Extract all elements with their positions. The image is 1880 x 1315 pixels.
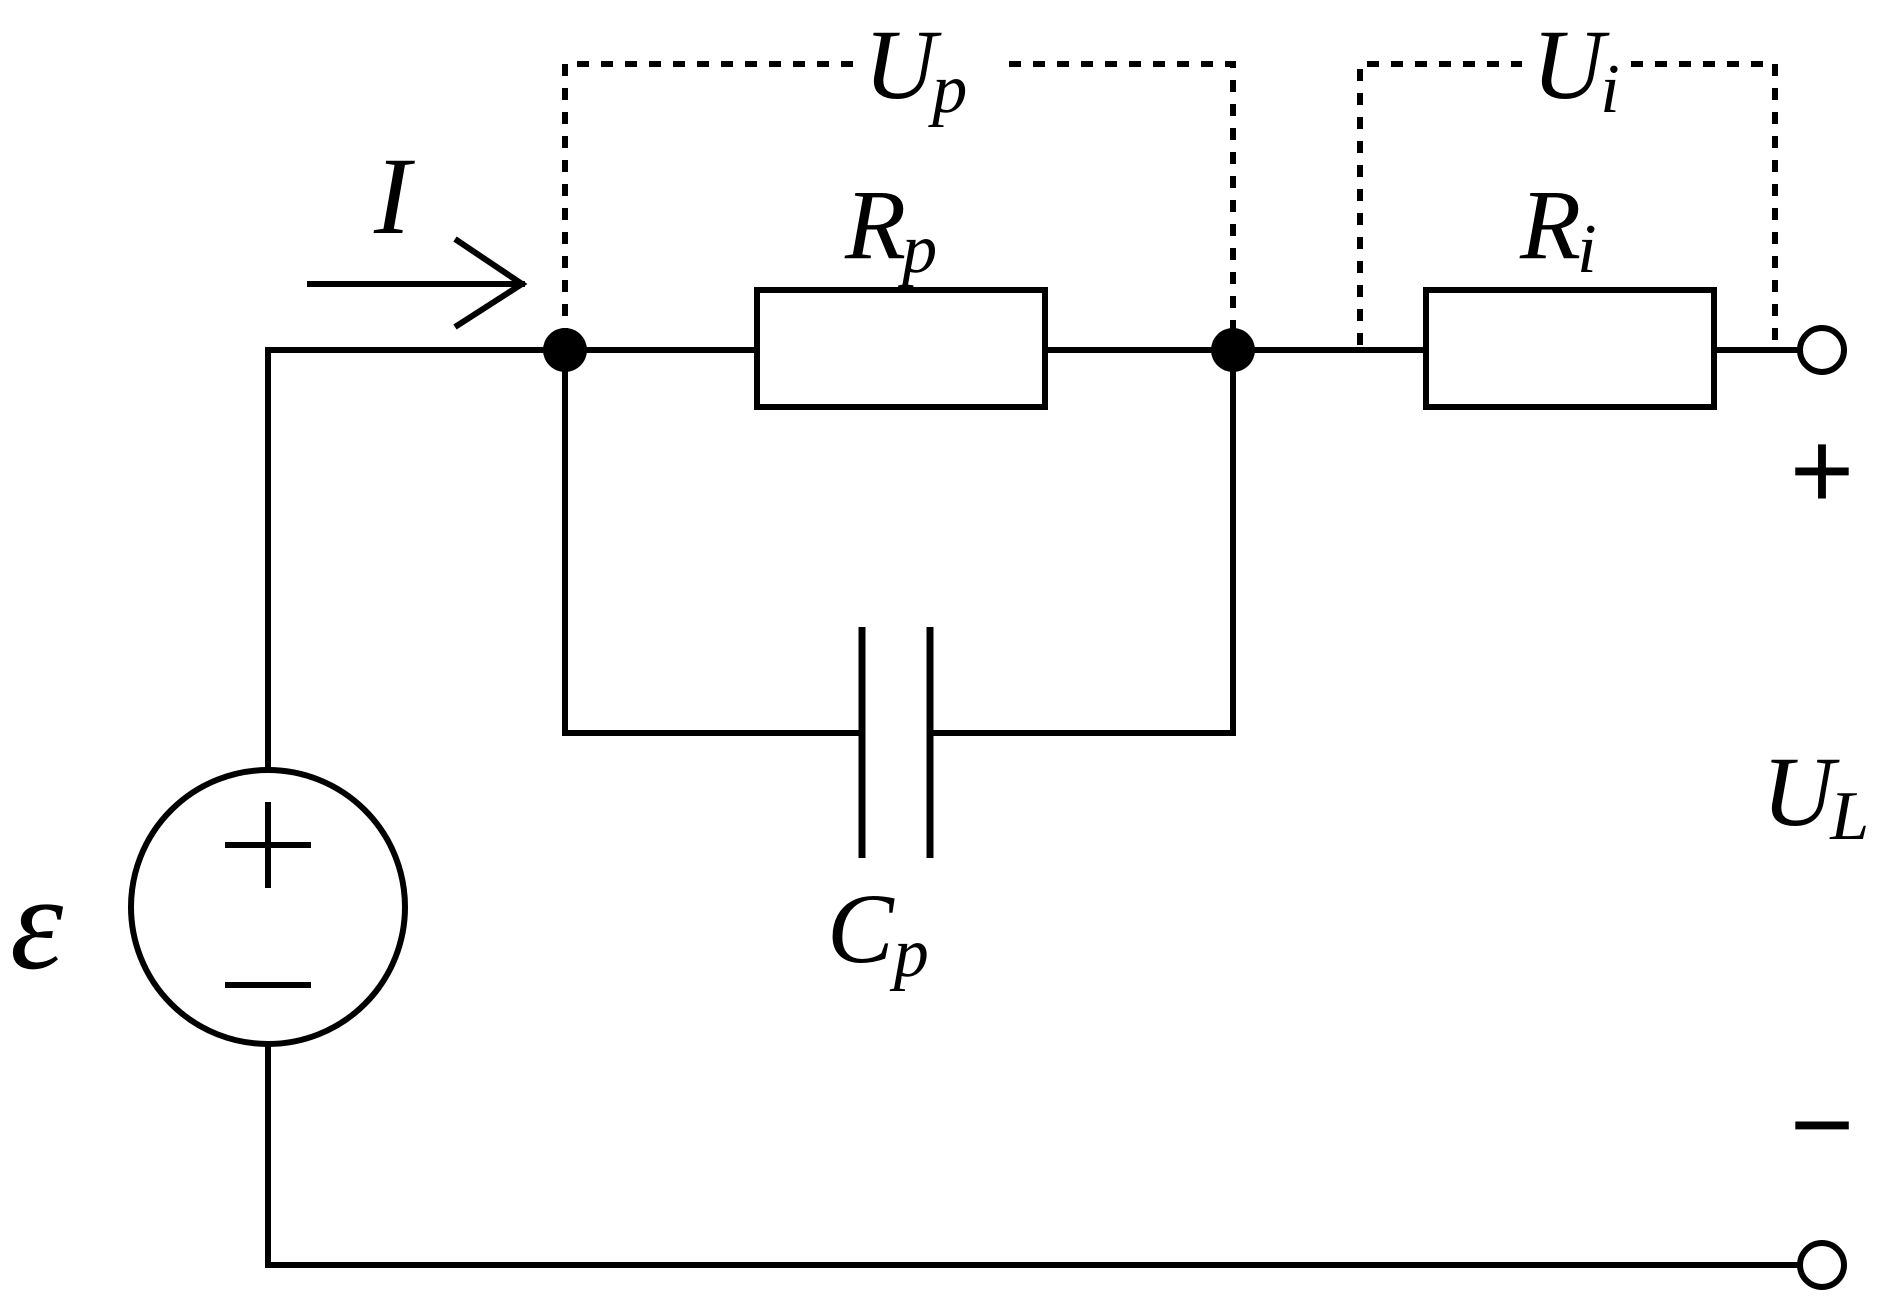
label-ri: R i [1519, 169, 1597, 288]
label-ul-main: U [1762, 736, 1840, 847]
label-rp-sub: p [897, 211, 937, 288]
measurement-bracket-up [562, 40, 1236, 340]
label-ri-sub: i [1577, 211, 1596, 288]
junction-node-left [543, 328, 587, 372]
label-cp: C p [827, 873, 929, 992]
capacitor-cp [858, 627, 934, 858]
bracket-ui-label-mask [1522, 40, 1622, 90]
label-rp: R p [844, 169, 937, 288]
measurement-bracket-ui [1357, 40, 1778, 345]
label-cp-sub: p [889, 915, 929, 992]
terminal-minus-sign: − [1790, 1063, 1854, 1186]
voltage-source [128, 767, 408, 1047]
label-ui-main: U [1532, 9, 1610, 120]
bracket-up-label-mask [855, 40, 1005, 90]
label-ui-sub: i [1600, 51, 1619, 128]
resistor-rp [754, 287, 1048, 410]
voltage-source-circle [128, 767, 408, 1047]
resistor-ri [1423, 287, 1717, 410]
label-ul: U L [1762, 736, 1869, 855]
label-emf: ε [10, 849, 64, 998]
label-up-sub: p [927, 51, 967, 128]
wire-cap-branch-right [927, 347, 1236, 736]
label-cp-main: C [827, 873, 895, 984]
current-arrow-head [453, 236, 528, 330]
wire-cap-branch-left [562, 347, 863, 736]
label-up-main: U [864, 9, 942, 120]
wires [265, 347, 1803, 1268]
output-terminal-bottom [1797, 1240, 1847, 1290]
label-ui: U i [1532, 9, 1620, 128]
current-arrow [307, 236, 528, 330]
label-current: I [373, 135, 415, 257]
label-up: U p [864, 9, 967, 128]
label-rp-main: R [844, 169, 906, 280]
label-ri-main: R [1519, 169, 1581, 280]
terminal-plus-sign: + [1790, 409, 1854, 532]
label-ul-sub: L [1829, 778, 1869, 855]
junction-node-right [1211, 328, 1255, 372]
output-terminal-top [1797, 325, 1847, 375]
